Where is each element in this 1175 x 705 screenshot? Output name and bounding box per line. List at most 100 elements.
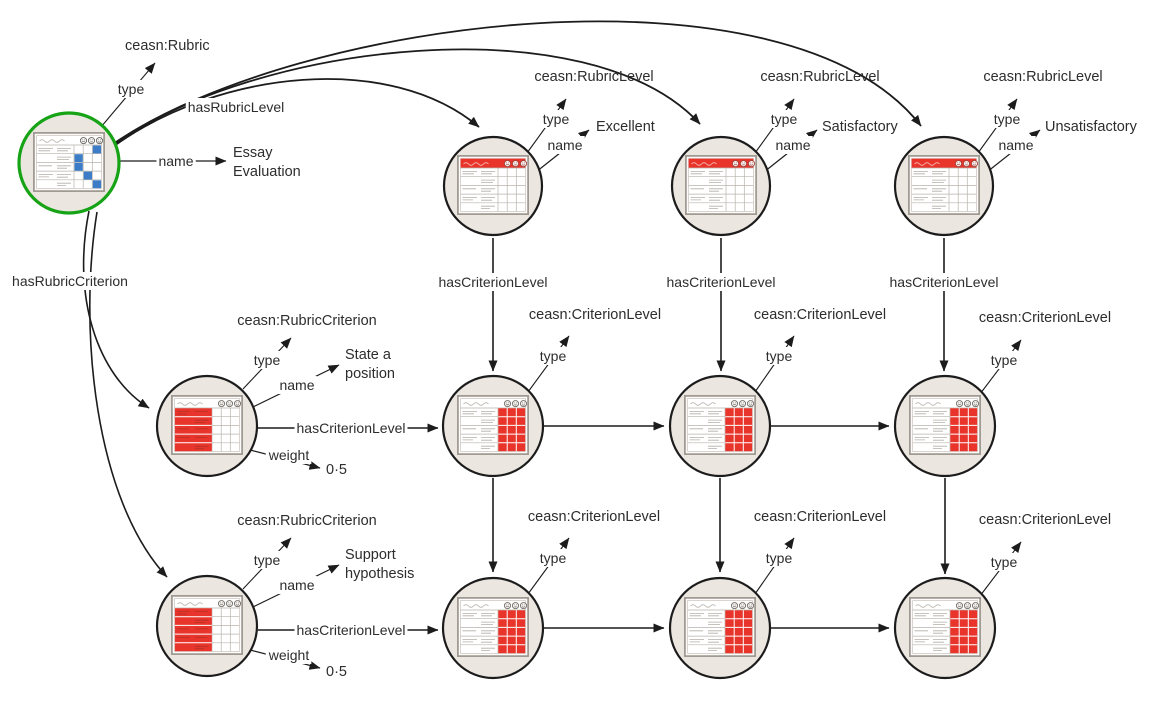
edge-label-background [991,110,1023,128]
edge-label-type-cl-1-3: type [991,352,1018,368]
rubriclevel-table-graphic [686,156,756,214]
edge-label-hasrubriccriterion: hasRubricCriterion [12,273,128,289]
class-label-rubriclevel-3: ceasn:RubricLevel [983,69,1102,85]
node-criterionlevel-2-3 [893,576,997,680]
edge-label-name-level-2: name [775,137,810,153]
edge-hasrubriclevel-excellent [113,78,480,147]
edge-label-background [265,446,312,464]
edge-label-background [996,136,1036,154]
criterionlevel-table-graphic [458,598,528,656]
class-label-rubriccriterion-2: ceasn:RubricCriterion [237,513,376,529]
value-level-name-2: Satisfactory [822,119,898,135]
edge-label-name-criterion-1: name [279,377,314,393]
value-weight-criterion-2: 0·5 [326,664,347,680]
edge-label-background [294,621,408,639]
edge-label-type-cl-1-2: type [766,348,793,364]
value-level-name-1: Excellent [596,119,655,135]
value-rubric-name-line2: Evaluation [233,164,301,180]
edge-label-background [156,152,196,170]
edge-label-weight-criterion-1: weight [268,447,310,463]
edge-label-type-criterion-2: type [254,552,281,568]
node-criterionlevel-2-2 [668,576,772,680]
edge-hasrubriccriterion-2 [88,211,168,578]
rubriccriterion-table-graphic [172,596,242,654]
node-rubriclevel-unsatisfactory [893,135,995,237]
rubriccriterion-table-graphic [172,396,242,454]
class-label-criterionlevel-2-1: ceasn:CriterionLevel [528,509,660,525]
criterionlevel-table-graphic [685,396,755,454]
edge-hasrubriclevel-satisfactory [113,48,701,146]
class-label-rubric: ceasn:Rubric [125,38,210,54]
value-weight-criterion-1: 0·5 [326,462,347,478]
value-rubric-name-line1: Essay [233,145,273,161]
edge-label-background [277,576,317,594]
edge-label-type-cl-1-1: type [540,348,567,364]
node-rubriccriterion-2 [155,574,259,678]
edge-label-type-level-2: type [771,111,798,127]
edge-label-name-level-1: name [547,137,582,153]
edge-label-background [251,351,283,369]
edge-label-name-level-3: name [998,137,1033,153]
edge-label-background [277,376,317,394]
edge-label-background [988,553,1020,571]
edge-hasrubriccriterion-1 [82,210,150,409]
edge-label-background [185,98,287,116]
class-label-criterionlevel-1-3: ceasn:CriterionLevel [979,310,1111,326]
node-criterionlevel-1-2 [668,374,772,478]
edge-label-background [768,110,800,128]
edge-label-type-level-1: type [543,111,570,127]
node-criterionlevel-2-1 [441,576,545,680]
edge-label-type-cl-2-3: type [991,554,1018,570]
edge-label-type-criterion-1: type [254,352,281,368]
edge-label-hascriterionlevel-h2: hasCriterionLevel [297,622,406,638]
criterionlevel-table-graphic [458,396,528,454]
class-label-rubriclevel-2: ceasn:RubricLevel [760,69,879,85]
edge-label-background [115,80,147,98]
value-criterion1-name-line2: position [345,366,395,382]
node-rubric [17,111,121,215]
class-label-criterionlevel-2-3: ceasn:CriterionLevel [979,512,1111,528]
edge-label-hascriterionlevel-v3: hasCriterionLevel [890,274,999,290]
criterionlevel-table-graphic [910,396,980,454]
rubriclevel-table-graphic [458,156,528,214]
labels: ceasn:Rubric ceasn:RubricLevel ceasn:Rub… [10,38,1138,680]
nodes [17,111,997,680]
edge-label-background [251,551,283,569]
edge-label-background [10,272,130,290]
edge-label-hascriterionlevel-v1: hasCriterionLevel [439,274,548,290]
edge-label-background [265,646,312,664]
edge-label-weight-criterion-2: weight [268,647,310,663]
edge-label-hascriterionlevel-v2: hasCriterionLevel [667,274,776,290]
edge-label-background [664,273,778,291]
criterionlevel-table-graphic [685,598,755,656]
edge-label-background [537,347,569,365]
edge-label-type-cl-2-2: type [766,550,793,566]
edge-label-background [763,549,795,567]
rubric-table-graphic [34,133,104,191]
node-criterionlevel-1-1 [441,374,545,478]
class-label-criterionlevel-1-2: ceasn:CriterionLevel [754,307,886,323]
criterionlevel-table-graphic [910,598,980,656]
edge-label-background [537,549,569,567]
value-criterion2-name-line1: Support [345,547,396,563]
edge-label-background [763,347,795,365]
edge-label-background [294,419,408,437]
node-rubriccriterion-1 [155,374,259,478]
edge-label-background [988,351,1020,369]
edge-label-background [545,136,585,154]
edge-label-hascriterionlevel-h1: hasCriterionLevel [297,420,406,436]
edge-label-name-rubric: name [158,153,193,169]
value-level-name-3: Unsatisfactory [1045,119,1138,135]
edge-label-background [887,273,1001,291]
edge-label-background [436,273,550,291]
value-criterion2-name-line2: hypothesis [345,566,414,582]
value-criterion1-name-line1: State a [345,347,392,363]
edge-label-type-rubric: type [118,81,145,97]
class-label-rubriclevel-1: ceasn:RubricLevel [534,69,653,85]
node-rubriclevel-excellent [442,135,544,237]
edge-hasrubriclevel-unsatisfactory [112,20,922,145]
node-rubriclevel-satisfactory [670,135,772,237]
class-label-criterionlevel-2-2: ceasn:CriterionLevel [754,509,886,525]
